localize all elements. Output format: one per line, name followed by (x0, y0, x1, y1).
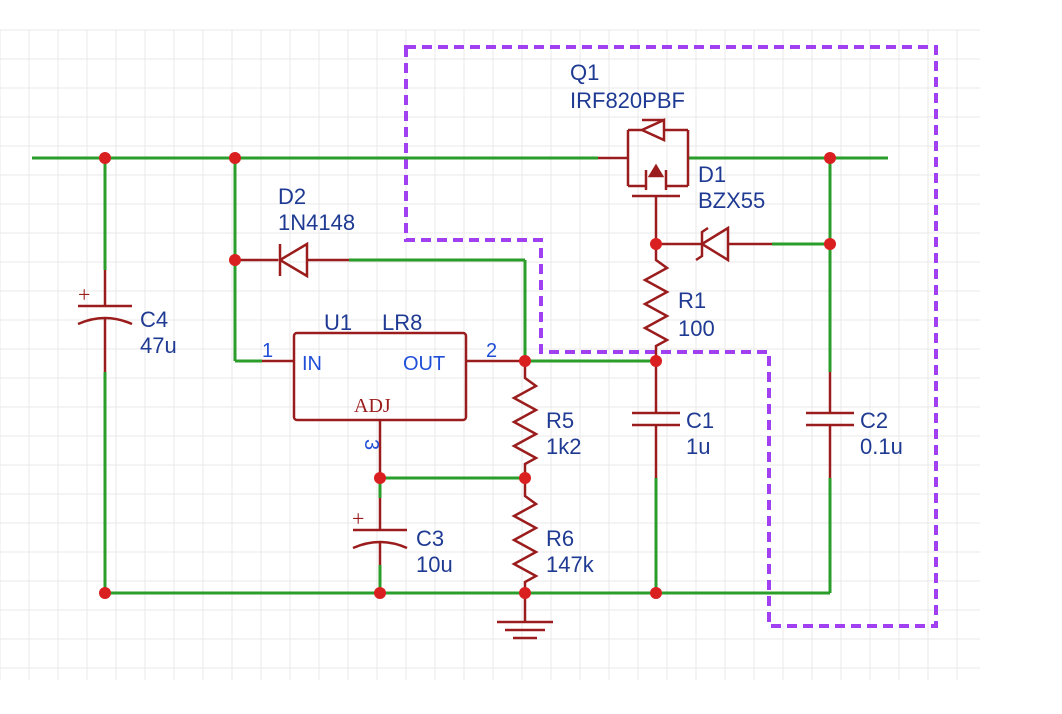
r1-value: 100 (678, 316, 715, 341)
junction-dot (519, 472, 531, 484)
r5-ref: R5 (546, 408, 574, 433)
junction-dot (824, 238, 836, 250)
u1-pin-in: IN (302, 353, 322, 375)
c3-plus-mark: + (352, 506, 364, 531)
resistor-r1[interactable] (642, 244, 670, 361)
u1-pin-adj: ADJ (354, 395, 391, 417)
r6-value: 147k (546, 552, 595, 577)
u1-pin-number-3: 3 (360, 439, 382, 450)
mosfet-q1[interactable] (598, 118, 690, 244)
u1-pin-number-1: 1 (262, 340, 273, 362)
u1-value: LR8 (382, 310, 422, 335)
capacitor-c4[interactable] (77, 270, 133, 372)
selection-box[interactable] (404, 45, 938, 628)
junction-dot (229, 152, 241, 164)
d2-value: 1N4148 (278, 210, 355, 235)
resistor-r5[interactable] (511, 361, 539, 478)
junction-dot (99, 152, 111, 164)
c2-value: 0.1u (860, 434, 903, 459)
junction-dot (519, 587, 531, 599)
junction-dot (374, 587, 386, 599)
junction-dot (650, 238, 662, 250)
capacitor-c3[interactable] (352, 498, 408, 565)
grid (0, 29, 980, 680)
c3-value: 10u (416, 552, 453, 577)
c4-value: 47u (140, 333, 177, 358)
junction-dot (650, 355, 662, 367)
c4-plus-mark: + (78, 282, 90, 307)
c1-ref: C1 (686, 408, 714, 433)
resistor-r6[interactable] (511, 478, 539, 593)
junctions (99, 152, 836, 599)
u1-pin-number-2: 2 (486, 340, 497, 362)
d1-value: BZX55 (698, 188, 765, 213)
junction-dot (824, 152, 836, 164)
junction-dot (229, 254, 241, 266)
junction-dot (650, 587, 662, 599)
labels: Q1 IRF820PBF D1 BZX55 D2 1N4148 R1 100 C… (78, 60, 903, 577)
u1-ref: U1 (324, 310, 352, 335)
c3-ref: C3 (416, 526, 444, 551)
diode-d2[interactable] (235, 241, 349, 279)
q1-ref: Q1 (570, 60, 599, 85)
junction-dot (374, 472, 386, 484)
c2-ref: C2 (860, 408, 888, 433)
junction-dot (519, 355, 531, 367)
r6-ref: R6 (546, 526, 574, 551)
c1-value: 1u (686, 434, 710, 459)
u1-pin-out: OUT (403, 353, 445, 375)
regulator-u1[interactable] (262, 331, 525, 478)
junction-dot (99, 587, 111, 599)
capacitor-c1[interactable] (632, 361, 680, 478)
r1-ref: R1 (678, 288, 706, 313)
zener-d1[interactable] (656, 225, 772, 263)
d2-ref: D2 (278, 184, 306, 209)
d1-ref: D1 (698, 162, 726, 187)
capacitor-c2[interactable] (806, 372, 854, 478)
c4-ref: C4 (140, 307, 168, 332)
wires[interactable] (32, 156, 888, 595)
r5-value: 1k2 (546, 434, 581, 459)
q1-value: IRF820PBF (570, 88, 685, 113)
ground-symbol[interactable] (497, 593, 553, 640)
